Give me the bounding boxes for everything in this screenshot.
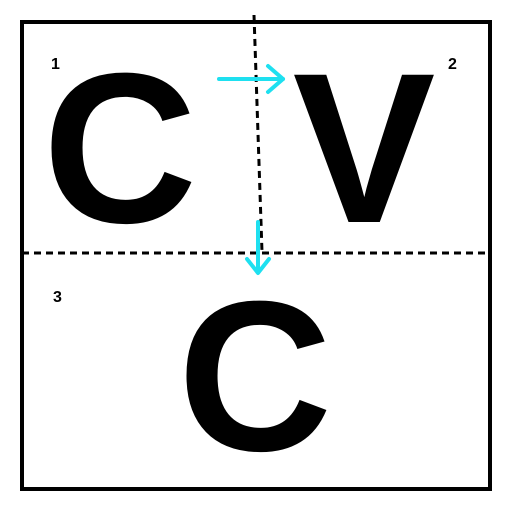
panel-2-number: 2 — [448, 56, 457, 73]
panel-1-number: 1 — [51, 56, 60, 73]
panel-3-number: 3 — [53, 289, 62, 306]
vertical-divider — [252, 14, 264, 253]
outer-frame — [20, 20, 492, 491]
panel-2-letter: V — [293, 29, 436, 268]
panel-1-letter: C — [43, 29, 198, 268]
arrow-right-icon — [217, 64, 285, 94]
arrow-down-icon — [245, 220, 271, 275]
panel-3-letter: C — [178, 257, 333, 496]
